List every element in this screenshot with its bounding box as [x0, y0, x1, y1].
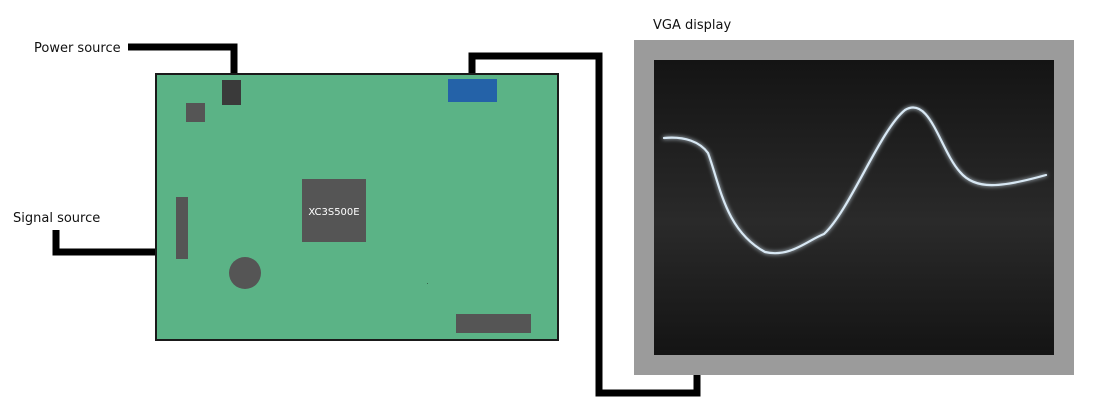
- fpga-chip: [302, 179, 366, 242]
- input-header: [176, 197, 188, 259]
- power-cable: [128, 43, 238, 80]
- small-chip: [186, 103, 205, 122]
- monitor-screen: [654, 60, 1054, 355]
- power-connector: [222, 80, 241, 105]
- vga-display-label: VGA display: [653, 18, 731, 33]
- signal-source-label: Signal source: [13, 211, 100, 226]
- waveform-trace: [662, 106, 1048, 255]
- power-source-label: Power source: [34, 41, 121, 56]
- vga-cable: [468, 52, 701, 397]
- vga-connector: [448, 79, 497, 102]
- round-component: [229, 257, 261, 289]
- expansion-header: [456, 314, 531, 333]
- board-dot: [427, 283, 428, 284]
- signal-cable: [52, 230, 186, 256]
- fpga-chip-label: XC3S500E: [308, 207, 359, 218]
